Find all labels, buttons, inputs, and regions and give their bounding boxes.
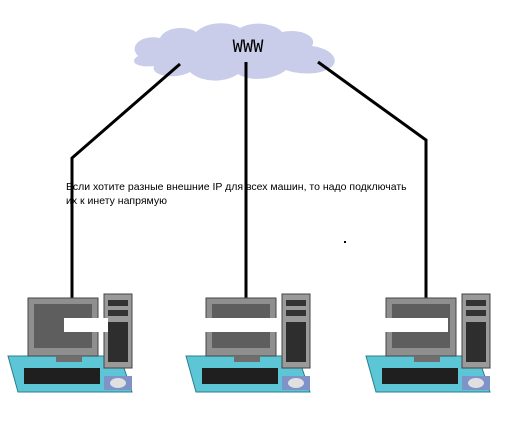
- redaction: [202, 318, 280, 332]
- cloud-label: WWW: [233, 37, 264, 57]
- computer-2: [185, 293, 311, 393]
- link-right: [317, 60, 428, 300]
- internet-cloud: WWW: [133, 23, 335, 81]
- redaction: [64, 318, 108, 332]
- computer-1: [7, 293, 133, 393]
- cloud-shape: [133, 23, 335, 81]
- connection-lines: [70, 60, 428, 300]
- note-line-1: Если хотите разные внешние IP для всех м…: [66, 181, 407, 193]
- stray-dot: [344, 241, 346, 243]
- redaction: [336, 318, 448, 332]
- computer-3: [336, 293, 491, 393]
- link-left: [70, 62, 181, 300]
- note-line-2: их к инету напрямую: [66, 195, 167, 207]
- explanation-note: Если хотите разные внешние IP для всех м…: [66, 180, 446, 208]
- desktop-computer-icon: [202, 293, 311, 390]
- desktop-computer-icon: [24, 293, 133, 390]
